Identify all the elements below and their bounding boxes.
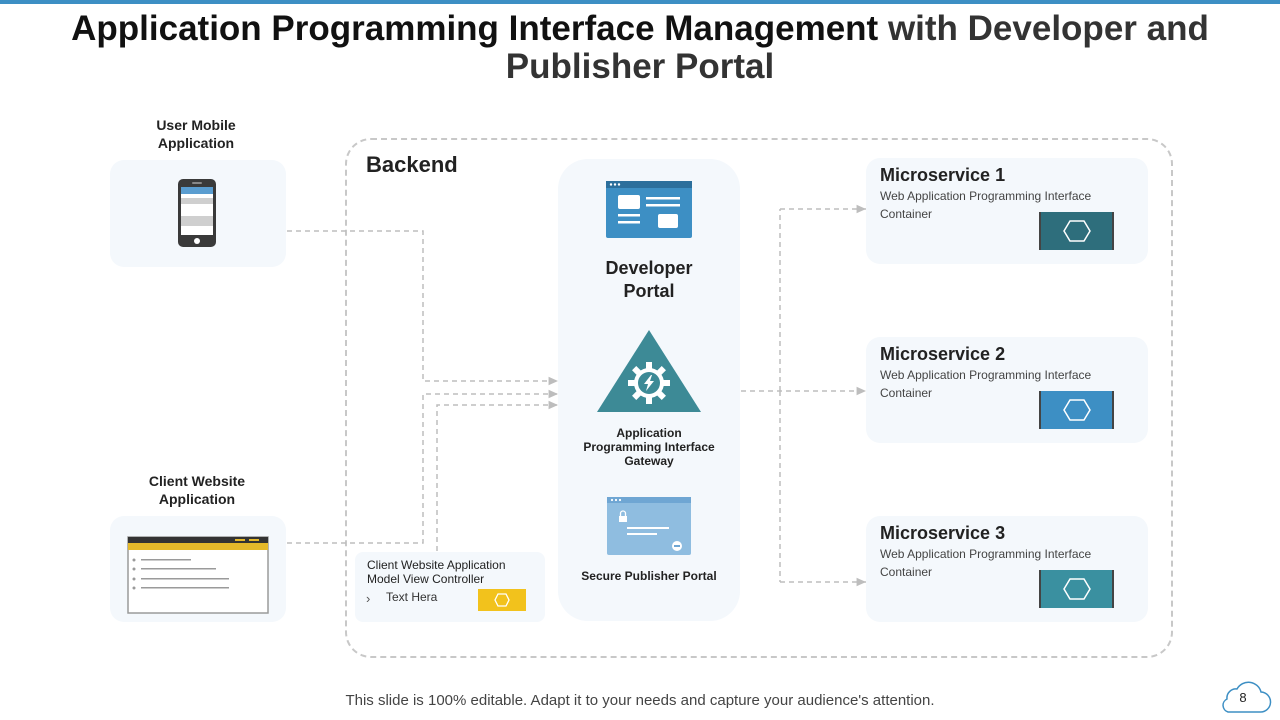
- gateway-label: Application Programming Interface Gatewa…: [583, 426, 715, 468]
- chevron-right-icon: ›: [366, 591, 371, 606]
- title-bold: Application Programming Interface Manage…: [71, 9, 879, 48]
- backend-label: Backend: [366, 152, 458, 177]
- hexagon-icon: [494, 593, 510, 607]
- mvc-item-text: Text Hera: [386, 590, 438, 604]
- container-icon-2: [1039, 391, 1114, 429]
- microservice-desc-3: Web Application Programming Interface Co…: [880, 547, 1092, 579]
- microservice-title-2: Microservice 2: [880, 344, 1006, 364]
- cloud-icon: [1222, 681, 1272, 713]
- connector-mvc-to-gateway: [436, 400, 558, 551]
- top-accent-rule: [0, 0, 1280, 4]
- connector-mobile-to-gateway: [287, 230, 558, 386]
- title-rest: with Developer and Publisher Portal: [505, 9, 1209, 86]
- page-number: 8: [1239, 690, 1247, 705]
- source-label-mobile: User Mobile Application: [156, 117, 236, 151]
- microservice-title-1: Microservice 1: [880, 165, 1006, 185]
- developer-portal-label: Developer Portal: [605, 258, 693, 301]
- publisher-portal-label: Secure Publisher Portal: [581, 569, 717, 583]
- slide-title: Application Programming Interface Manage…: [40, 10, 1240, 86]
- microservice-desc-1: Web Application Programming Interface Co…: [880, 189, 1092, 221]
- browser-window-icon: [127, 536, 269, 614]
- connector-web-to-gateway: [287, 389, 558, 544]
- footer-note: This slide is 100% editable. Adapt it to…: [345, 692, 935, 709]
- container-icon-1: [1039, 212, 1114, 250]
- secure-publisher-icon: [607, 497, 691, 555]
- source-label-web: Client Website Application: [148, 473, 246, 507]
- gateway-gear-icon: [597, 330, 701, 412]
- microservice-title-3: Microservice 3: [880, 523, 1006, 543]
- microservice-desc-2: Web Application Programming Interface Co…: [880, 368, 1092, 400]
- developer-portal-icon: [606, 181, 692, 238]
- mvc-title: Client Website Application Model View Co…: [367, 558, 506, 586]
- smartphone-icon: [178, 179, 216, 247]
- backend-frame: [345, 138, 1173, 658]
- container-icon-3: [1039, 570, 1114, 608]
- mvc-color-chip: [478, 589, 526, 611]
